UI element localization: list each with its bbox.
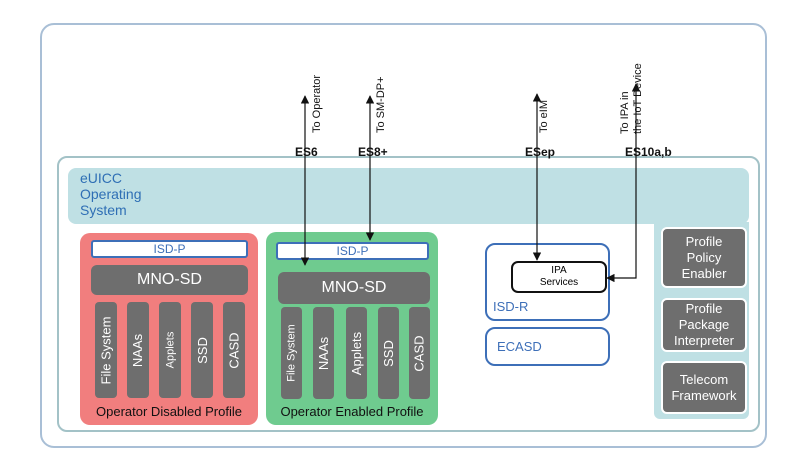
enabled-col-file-system: File System (281, 307, 302, 399)
interface-esep: ESep (525, 145, 556, 159)
dest-eim: To eIM (538, 99, 550, 133)
dest-ipa-iot: To IPA in the IoT Device (619, 63, 644, 134)
disabled-col-applets: Applets (159, 302, 181, 398)
enabled-col-ssd: SSD (378, 307, 399, 399)
disabled-mno-sd: MNO-SD (91, 265, 248, 295)
disabled-col-naas: NAAs (127, 302, 149, 398)
enabled-mno-sd: MNO-SD (278, 272, 430, 304)
profile-package-interpreter: Profile Package Interpreter (661, 298, 747, 352)
disabled-col-file-system: File System (95, 302, 117, 398)
isd-r-label: ISD-R (493, 299, 529, 314)
ipa-services: IPA Services (511, 261, 607, 293)
interface-es10: ES10a,b (625, 145, 672, 159)
dest-operator: To Operator (311, 74, 323, 133)
ecasd-box: ECASD (485, 327, 610, 366)
enabled-col-applets: Applets (346, 307, 367, 399)
enabled-profile-label: Operator Enabled Profile (280, 404, 424, 419)
interface-es8: ES8+ (358, 145, 388, 159)
euicc-os-label: eUICC Operating System (80, 170, 142, 218)
enabled-col-naas: NAAs (313, 307, 334, 399)
disabled-col-casd: CASD (223, 302, 245, 398)
enabled-isd-p: ISD-P (276, 242, 429, 260)
disabled-isd-p: ISD-P (91, 240, 248, 258)
disabled-profile-label: Operator Disabled Profile (96, 404, 242, 419)
telecom-framework: Telecom Framework (661, 361, 747, 414)
disabled-col-ssd: SSD (191, 302, 213, 398)
interface-es6: ES6 (295, 145, 318, 159)
profile-policy-enabler: Profile Policy Enabler (661, 227, 747, 288)
dest-sm-dp: To SM-DP+ (375, 76, 387, 133)
enabled-col-casd: CASD (409, 307, 430, 399)
